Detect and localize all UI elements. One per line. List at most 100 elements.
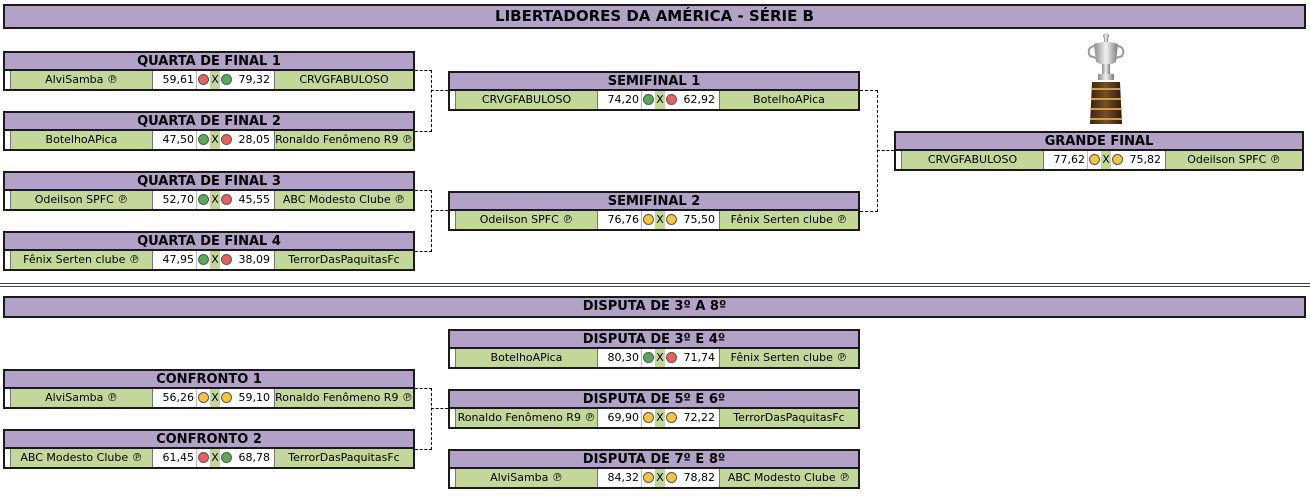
versus-mark: X — [210, 449, 220, 467]
bracket-connector — [860, 90, 878, 212]
status-dot-icon — [643, 352, 654, 363]
team-b-name: TerrorDasPaquitasFc — [275, 449, 413, 467]
team-a-status — [197, 71, 210, 89]
versus-mark: X — [210, 191, 220, 209]
team-b-name: TerrorDasPaquitasFc — [720, 409, 858, 427]
status-dot-icon — [666, 94, 677, 105]
team-a-score: 61,45 — [153, 449, 197, 467]
match-title: CONFRONTO 1 — [3, 369, 415, 389]
versus-mark: X — [210, 251, 220, 269]
row-pad — [5, 131, 11, 149]
row-pad — [450, 409, 456, 427]
status-dot-icon — [221, 194, 232, 205]
team-a-name: AlviSamba ℗ — [456, 469, 598, 487]
status-dot-icon — [198, 194, 209, 205]
match-title: QUARTA DE FINAL 2 — [3, 111, 415, 131]
team-b-score: 28,05 — [233, 131, 275, 149]
team-b-name: Ronaldo Fenômeno R9 ℗ — [275, 131, 413, 149]
status-dot-icon — [221, 74, 232, 85]
versus-mark: X — [655, 349, 665, 367]
bracket-connector — [431, 210, 448, 211]
team-a-name: Odeilson SPFC ℗ — [11, 191, 153, 209]
team-a-status — [197, 191, 210, 209]
bracket-connector — [431, 408, 448, 409]
team-a-score: 47,95 — [153, 251, 197, 269]
team-a-name: Ronaldo Fenômeno R9 ℗ — [456, 409, 598, 427]
team-b-status — [220, 71, 233, 89]
versus-mark: X — [1101, 151, 1111, 169]
team-a-name: CRVGFABULOSO — [456, 91, 598, 109]
team-a-name: CRVGFABULOSO — [902, 151, 1044, 169]
versus-mark: X — [210, 131, 220, 149]
team-a-name: BotelhoAPica — [456, 349, 598, 367]
team-a-status — [197, 251, 210, 269]
team-b-status — [1111, 151, 1124, 169]
bracket-connector — [415, 70, 432, 132]
status-dot-icon — [198, 134, 209, 145]
bracket-connector — [415, 190, 432, 252]
versus-mark: X — [210, 389, 220, 407]
row-pad — [5, 71, 11, 89]
match-title: QUARTA DE FINAL 4 — [3, 231, 415, 251]
page-title: LIBERTADORES DA AMÉRICA - SÉRIE B — [3, 4, 1306, 29]
match-title: DISPUTA DE 5º E 6º — [448, 389, 860, 409]
match-title: DISPUTA DE 3º E 4º — [448, 329, 860, 349]
team-b-name: Fênix Serten clube ℗ — [720, 211, 858, 229]
team-b-name: BotelhoAPica — [720, 91, 858, 109]
status-dot-icon — [666, 352, 677, 363]
team-b-score: 72,22 — [678, 409, 720, 427]
team-b-score: 59,10 — [233, 389, 275, 407]
team-a-status — [642, 409, 655, 427]
team-b-status — [220, 449, 233, 467]
team-b-score: 75,50 — [678, 211, 720, 229]
team-b-status — [665, 211, 678, 229]
team-b-name: ABC Modesto Clube ℗ — [275, 191, 413, 209]
team-b-status — [665, 349, 678, 367]
team-b-name: Ronaldo Fenômeno R9 ℗ — [275, 389, 413, 407]
team-b-score: 75,82 — [1124, 151, 1166, 169]
status-dot-icon — [198, 74, 209, 85]
status-dot-icon — [643, 214, 654, 225]
versus-mark: X — [655, 211, 665, 229]
match-title: CONFRONTO 2 — [3, 429, 415, 449]
team-a-status — [197, 131, 210, 149]
team-a-score: 56,26 — [153, 389, 197, 407]
team-a-score: 69,90 — [598, 409, 642, 427]
row-pad — [450, 91, 456, 109]
team-a-score: 80,30 — [598, 349, 642, 367]
status-dot-icon — [221, 134, 232, 145]
divider — [0, 283, 1310, 284]
team-b-name: ABC Modesto Clube ℗ — [720, 469, 858, 487]
team-a-score: 74,20 — [598, 91, 642, 109]
team-a-status — [197, 389, 210, 407]
team-a-score: 76,76 — [598, 211, 642, 229]
team-a-status — [642, 349, 655, 367]
team-b-name: Odeilson SPFC ℗ — [1166, 151, 1302, 169]
status-dot-icon — [643, 412, 654, 423]
row-pad — [5, 191, 11, 209]
team-b-score: 78,82 — [678, 469, 720, 487]
status-dot-icon — [221, 452, 232, 463]
team-b-score: 45,55 — [233, 191, 275, 209]
match-title: GRANDE FINAL — [894, 131, 1304, 151]
team-b-status — [665, 409, 678, 427]
team-b-status — [220, 131, 233, 149]
row-pad — [5, 251, 11, 269]
